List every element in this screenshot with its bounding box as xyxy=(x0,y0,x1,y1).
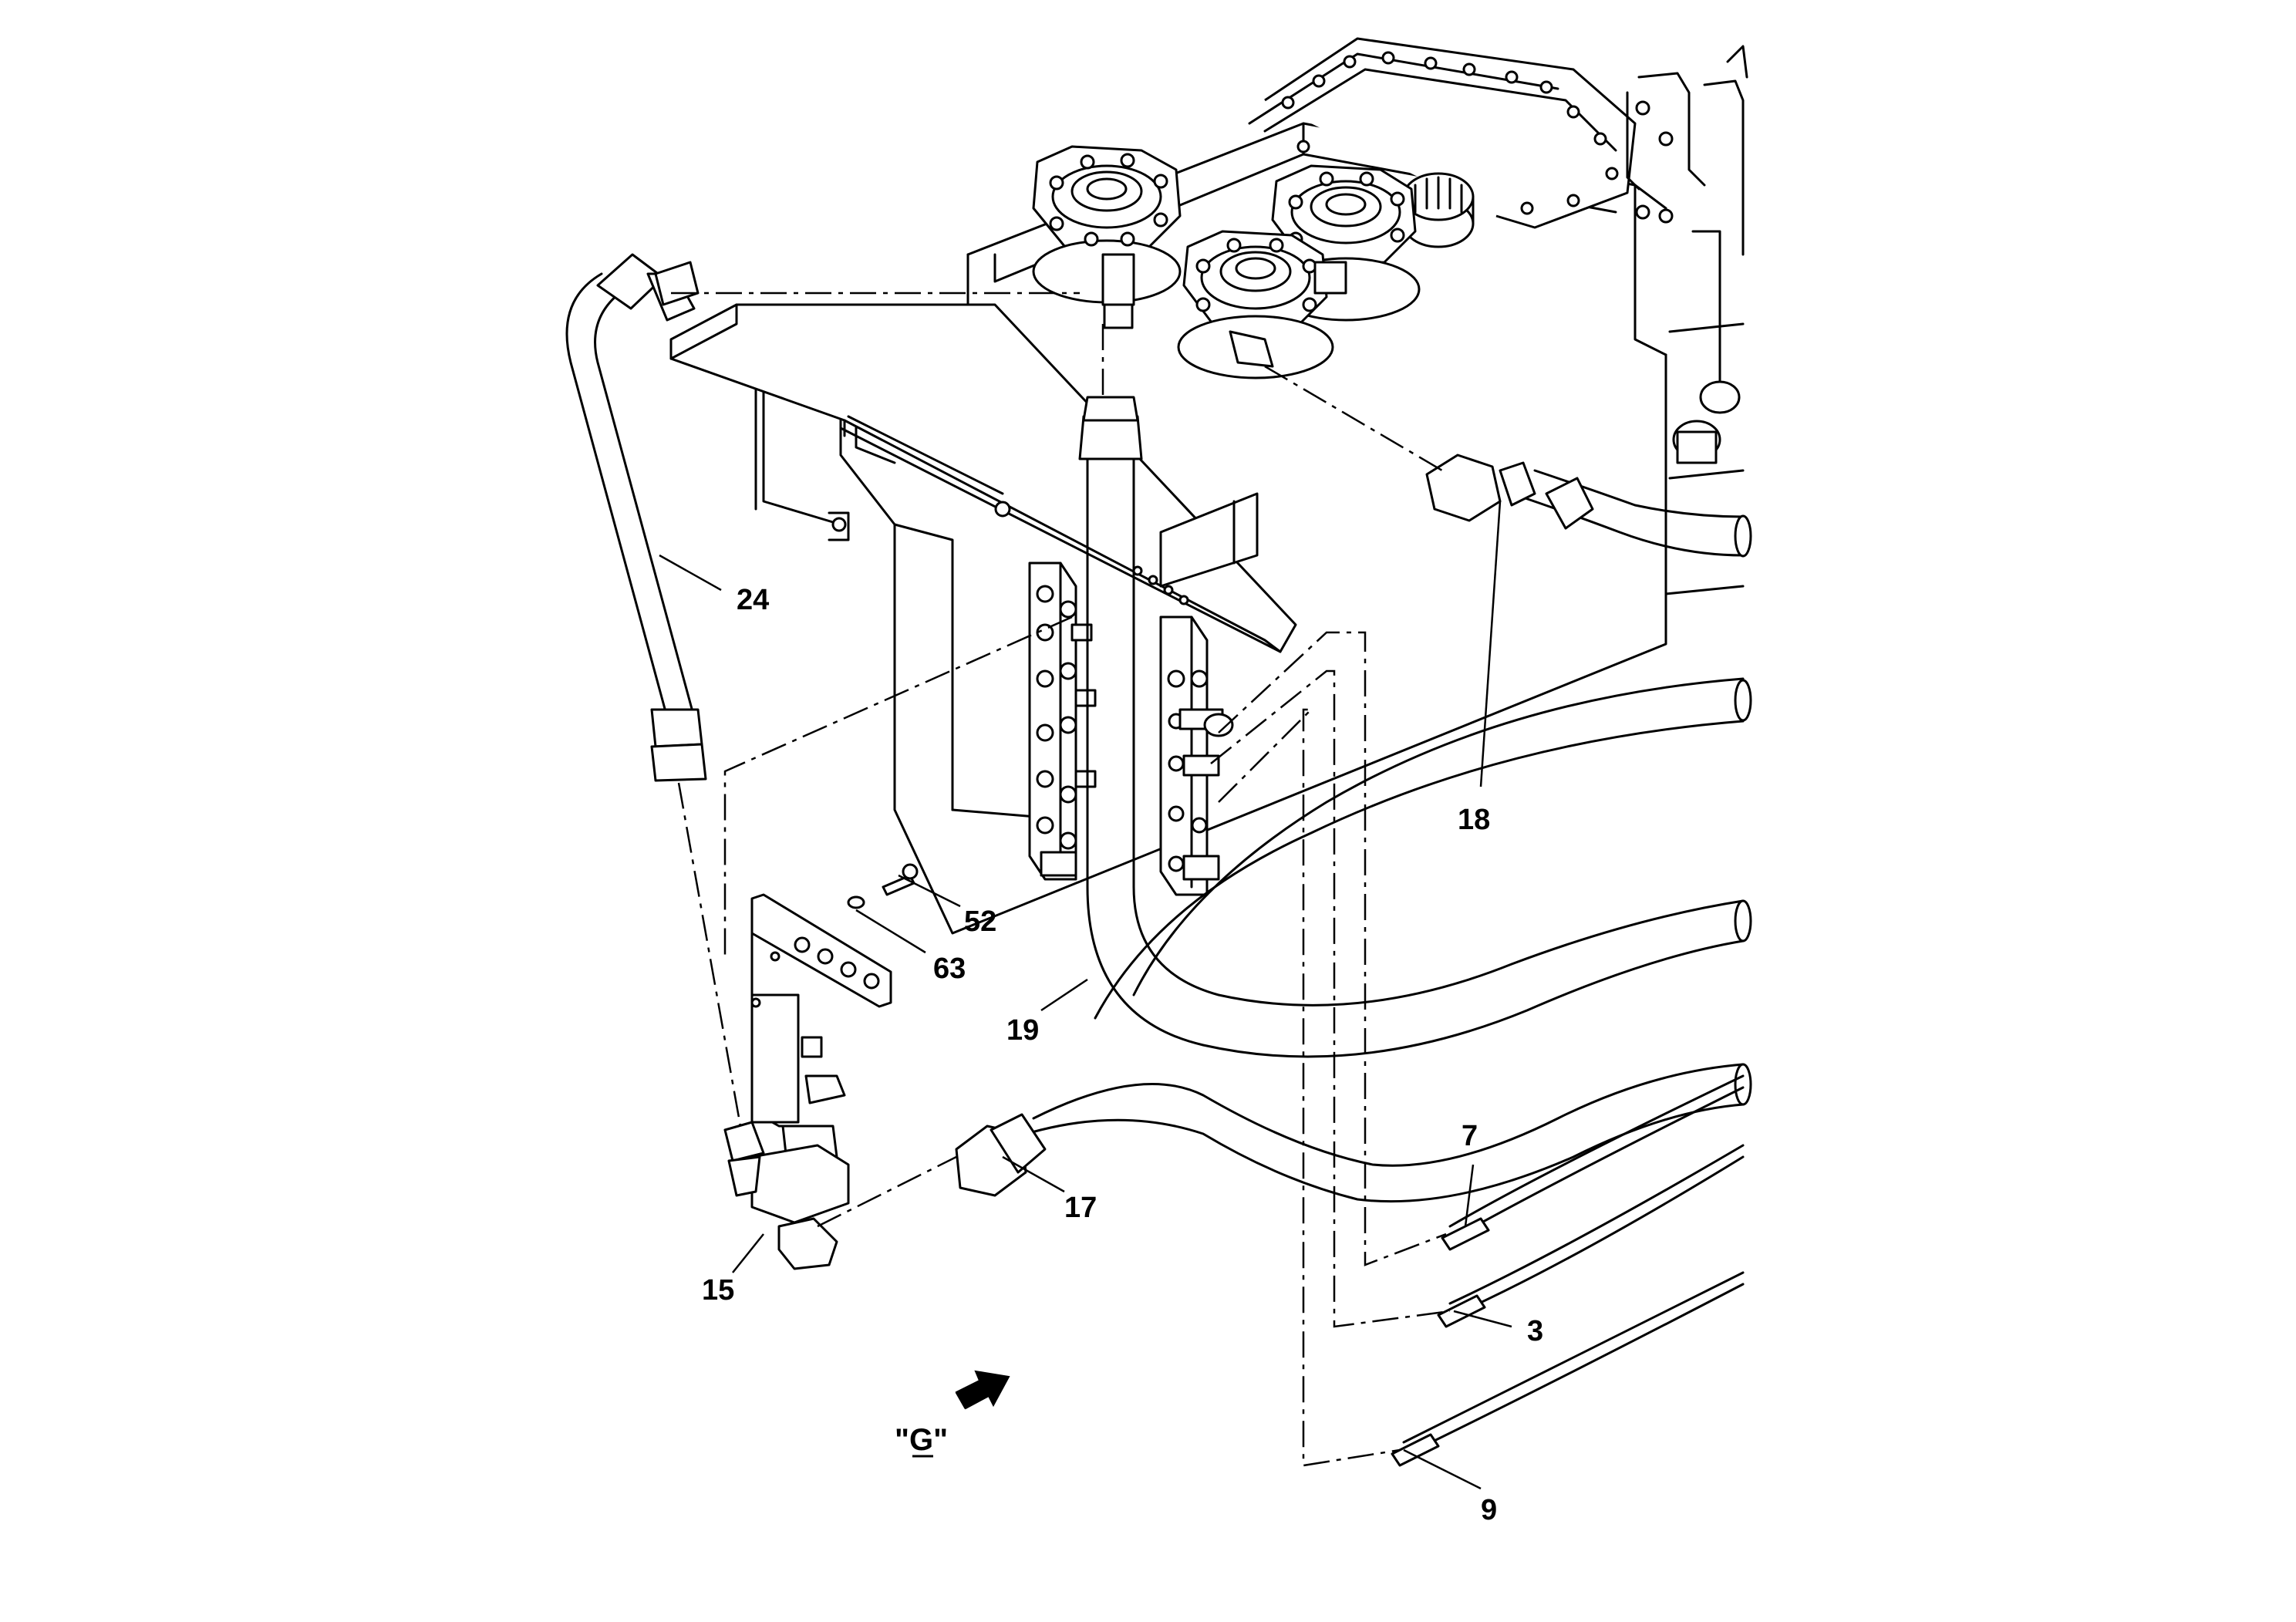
hose-upper-sweep xyxy=(1094,677,1752,1020)
valve-assembly-15 xyxy=(723,893,892,1270)
label-7: 7 xyxy=(1462,1120,1478,1152)
tank-cover-plate xyxy=(1248,37,1637,229)
view-direction-arrow-icon xyxy=(955,1370,1010,1410)
bolt-52 xyxy=(882,863,919,896)
cover-bolt xyxy=(1281,51,1619,215)
label-18: 18 xyxy=(1458,804,1490,836)
view-label: "G" xyxy=(895,1423,948,1457)
callout-leaders xyxy=(659,501,1512,1490)
valve-manifold-right xyxy=(1159,615,1234,896)
label-15: 15 xyxy=(702,1274,734,1307)
assembly-centerlines xyxy=(671,292,1451,1467)
pipe-7 xyxy=(1441,1074,1745,1251)
label-3: 3 xyxy=(1527,1315,1543,1347)
label-9: 9 xyxy=(1481,1494,1497,1526)
filter-housing-center xyxy=(1177,230,1334,379)
pipe-3 xyxy=(1437,1144,1745,1328)
outlet-fitting xyxy=(1101,253,1347,368)
label-52: 52 xyxy=(964,905,996,938)
mounting-bracket xyxy=(669,303,1297,653)
right-side-equipment xyxy=(1626,45,1748,480)
label-24: 24 xyxy=(737,584,769,616)
hose-17 xyxy=(955,1063,1752,1203)
pipe-9 xyxy=(1391,1271,1745,1467)
hose-19 xyxy=(1078,396,1752,1058)
washer-63 xyxy=(847,895,865,909)
valve-manifold-left xyxy=(1028,561,1097,881)
label-19: 19 xyxy=(1006,1014,1039,1047)
label-17: 17 xyxy=(1064,1192,1097,1224)
label-63: 63 xyxy=(933,953,966,985)
hose-18 xyxy=(1425,454,1752,558)
hose-24 xyxy=(565,253,707,782)
